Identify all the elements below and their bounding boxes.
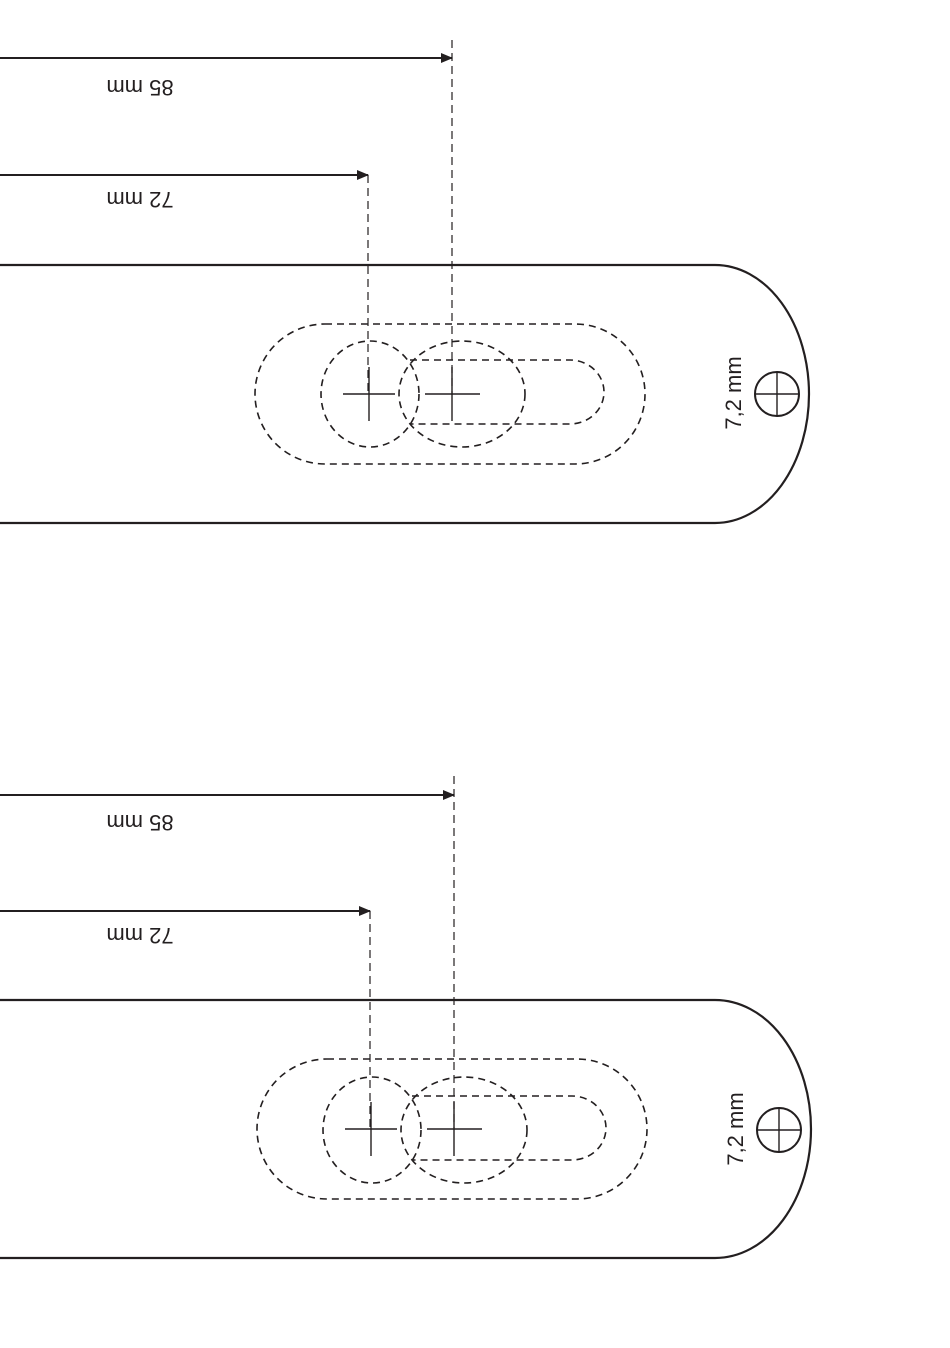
- hole-72-circle: [323, 1077, 421, 1183]
- inner-dashed-slot: [412, 1096, 606, 1160]
- width-label: 7,2 mm: [723, 1092, 748, 1165]
- registration-mark-icon: [757, 1108, 801, 1152]
- hole-85-circle: [401, 1077, 527, 1183]
- width-label: 7,2 mm: [721, 356, 746, 429]
- dimension-85-label: 85 mm: [106, 810, 173, 835]
- dimension-72-label: 72 mm: [106, 923, 173, 948]
- inner-dashed-slot: [410, 360, 604, 424]
- hole-85-center-mark: [425, 367, 480, 421]
- template-outline: [0, 1000, 811, 1258]
- dimension-72-label: 72 mm: [106, 187, 173, 212]
- hole-72-center-mark: [343, 367, 395, 421]
- template-top: 85 mm 72 mm 7,2 mm: [0, 40, 809, 523]
- template-bottom: 85 mm 72 mm 7,2 mm: [0, 776, 811, 1258]
- template-outline: [0, 265, 809, 523]
- dimension-85-label: 85 mm: [106, 75, 173, 100]
- hole-85-center-mark: [427, 1102, 482, 1156]
- hole-72-center-mark: [345, 1102, 397, 1156]
- registration-mark-icon: [755, 372, 799, 416]
